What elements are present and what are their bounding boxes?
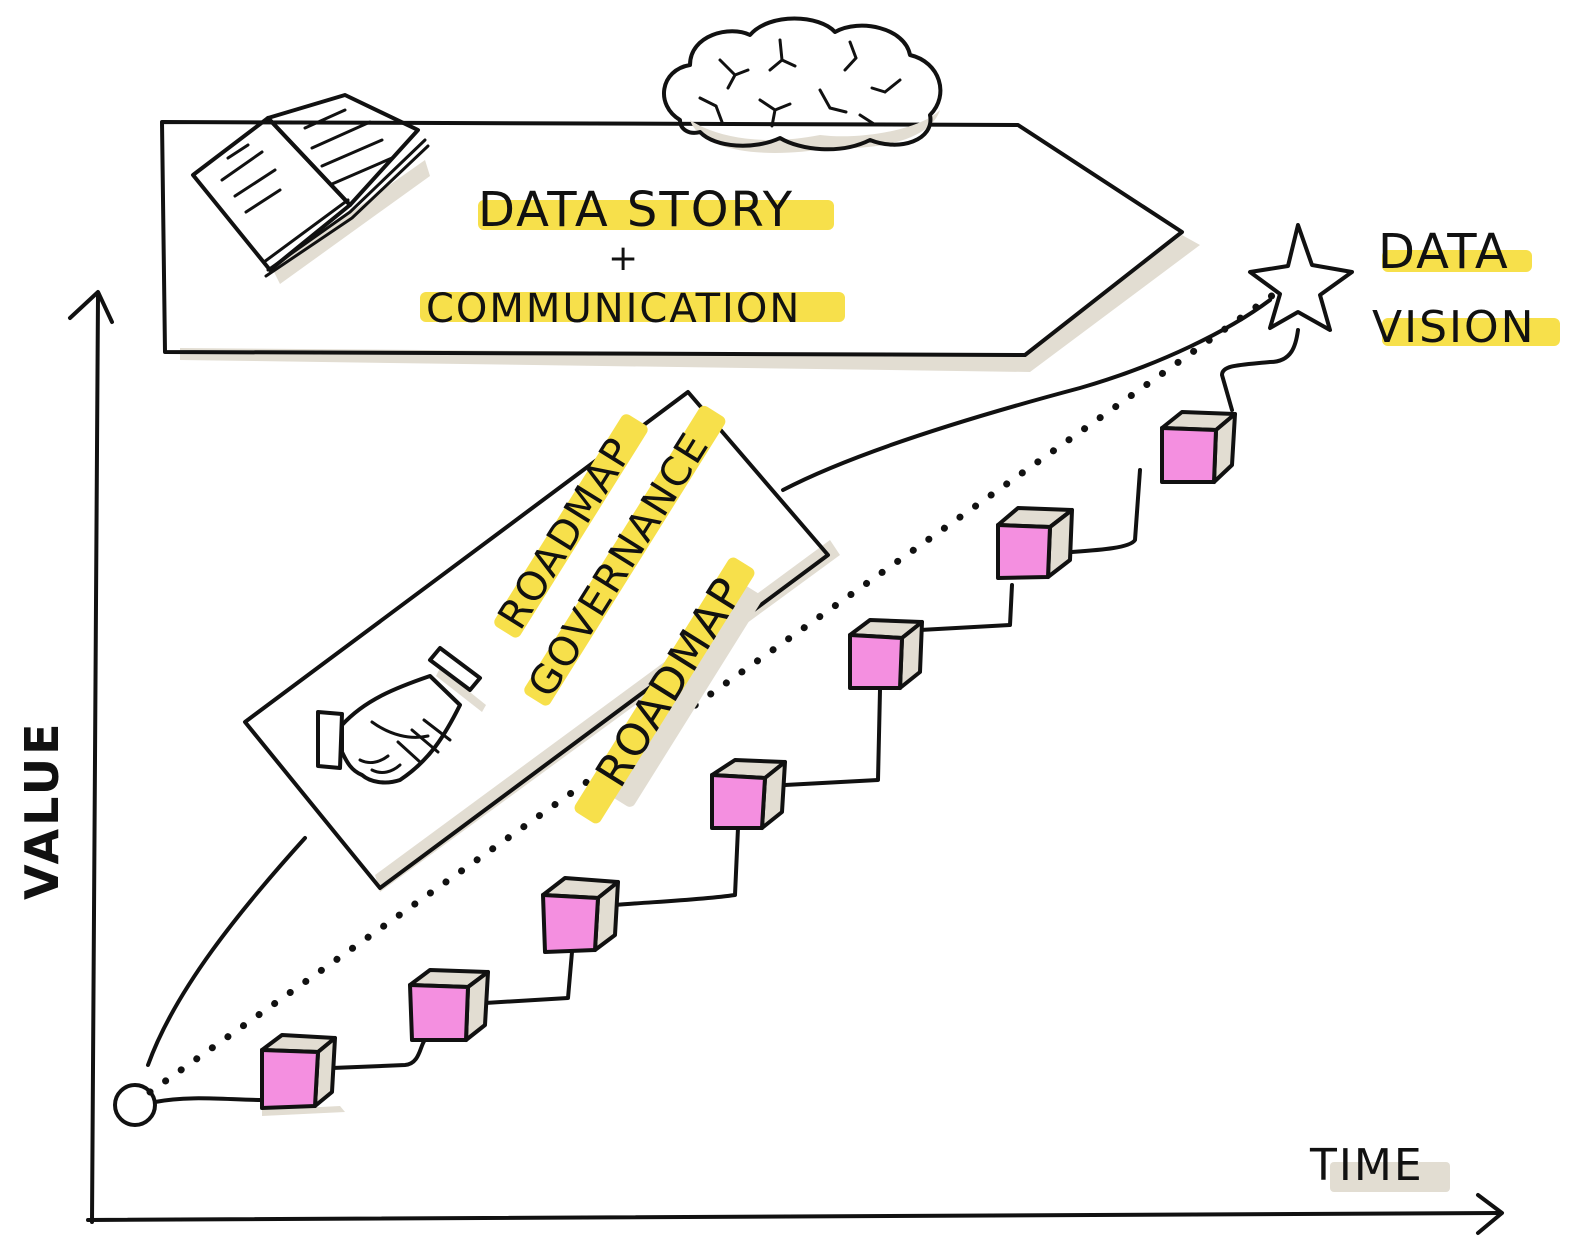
vision-line2-highlight [1382,318,1560,346]
y-axis-line [90,293,100,1224]
governance-card-outline [243,390,830,890]
roadmap-step-cube [408,968,490,1042]
data-story-banner: DATA STORY + COMMUNICATION [160,120,1200,372]
banner-line2-highlight [420,292,845,322]
roadmap-step-cube [710,758,787,830]
banner-plus: + [608,238,640,279]
roadmap-step-cube [848,618,924,690]
axes [68,290,1504,1235]
banner-line1-highlight [478,200,834,230]
x-axis-label-group: TIME [1309,1140,1450,1192]
banner-shadow [180,235,1200,372]
upper-value-curve-continued [781,298,1272,492]
dotted-trajectory [146,286,1284,1096]
data-vision-label: DATA VISION [1372,224,1560,353]
roadmap-step-cubes [260,410,1237,1116]
book-icon [191,93,430,284]
roadmap-step-cube [996,506,1074,580]
upper-value-curve [146,836,307,1067]
vision-line1-highlight [1382,250,1532,272]
roadmap-step-cube [260,1033,345,1116]
roadmap-step-cube [541,876,620,954]
handshake-icon [316,646,486,785]
star-icon [1248,223,1354,332]
start-circle-icon [113,1083,157,1127]
brain-icon [662,16,943,153]
step-connectors [153,328,1300,1104]
x-axis-label-underlay [1330,1162,1450,1192]
y-axis-label-group: VALUE [15,720,69,900]
x-axis-label: TIME [1309,1140,1424,1191]
y-axis-label: VALUE [15,720,69,900]
x-axis-arrowhead [1476,1193,1504,1235]
roadmap-step-cube [1160,410,1237,484]
banner-line2: COMMUNICATION [426,286,801,332]
x-axis-line [86,1211,1502,1222]
vision-line1: DATA [1378,224,1510,280]
banner-line1: DATA STORY [478,182,794,238]
y-axis-arrowhead [68,290,114,324]
vision-line2: VISION [1372,302,1536,353]
